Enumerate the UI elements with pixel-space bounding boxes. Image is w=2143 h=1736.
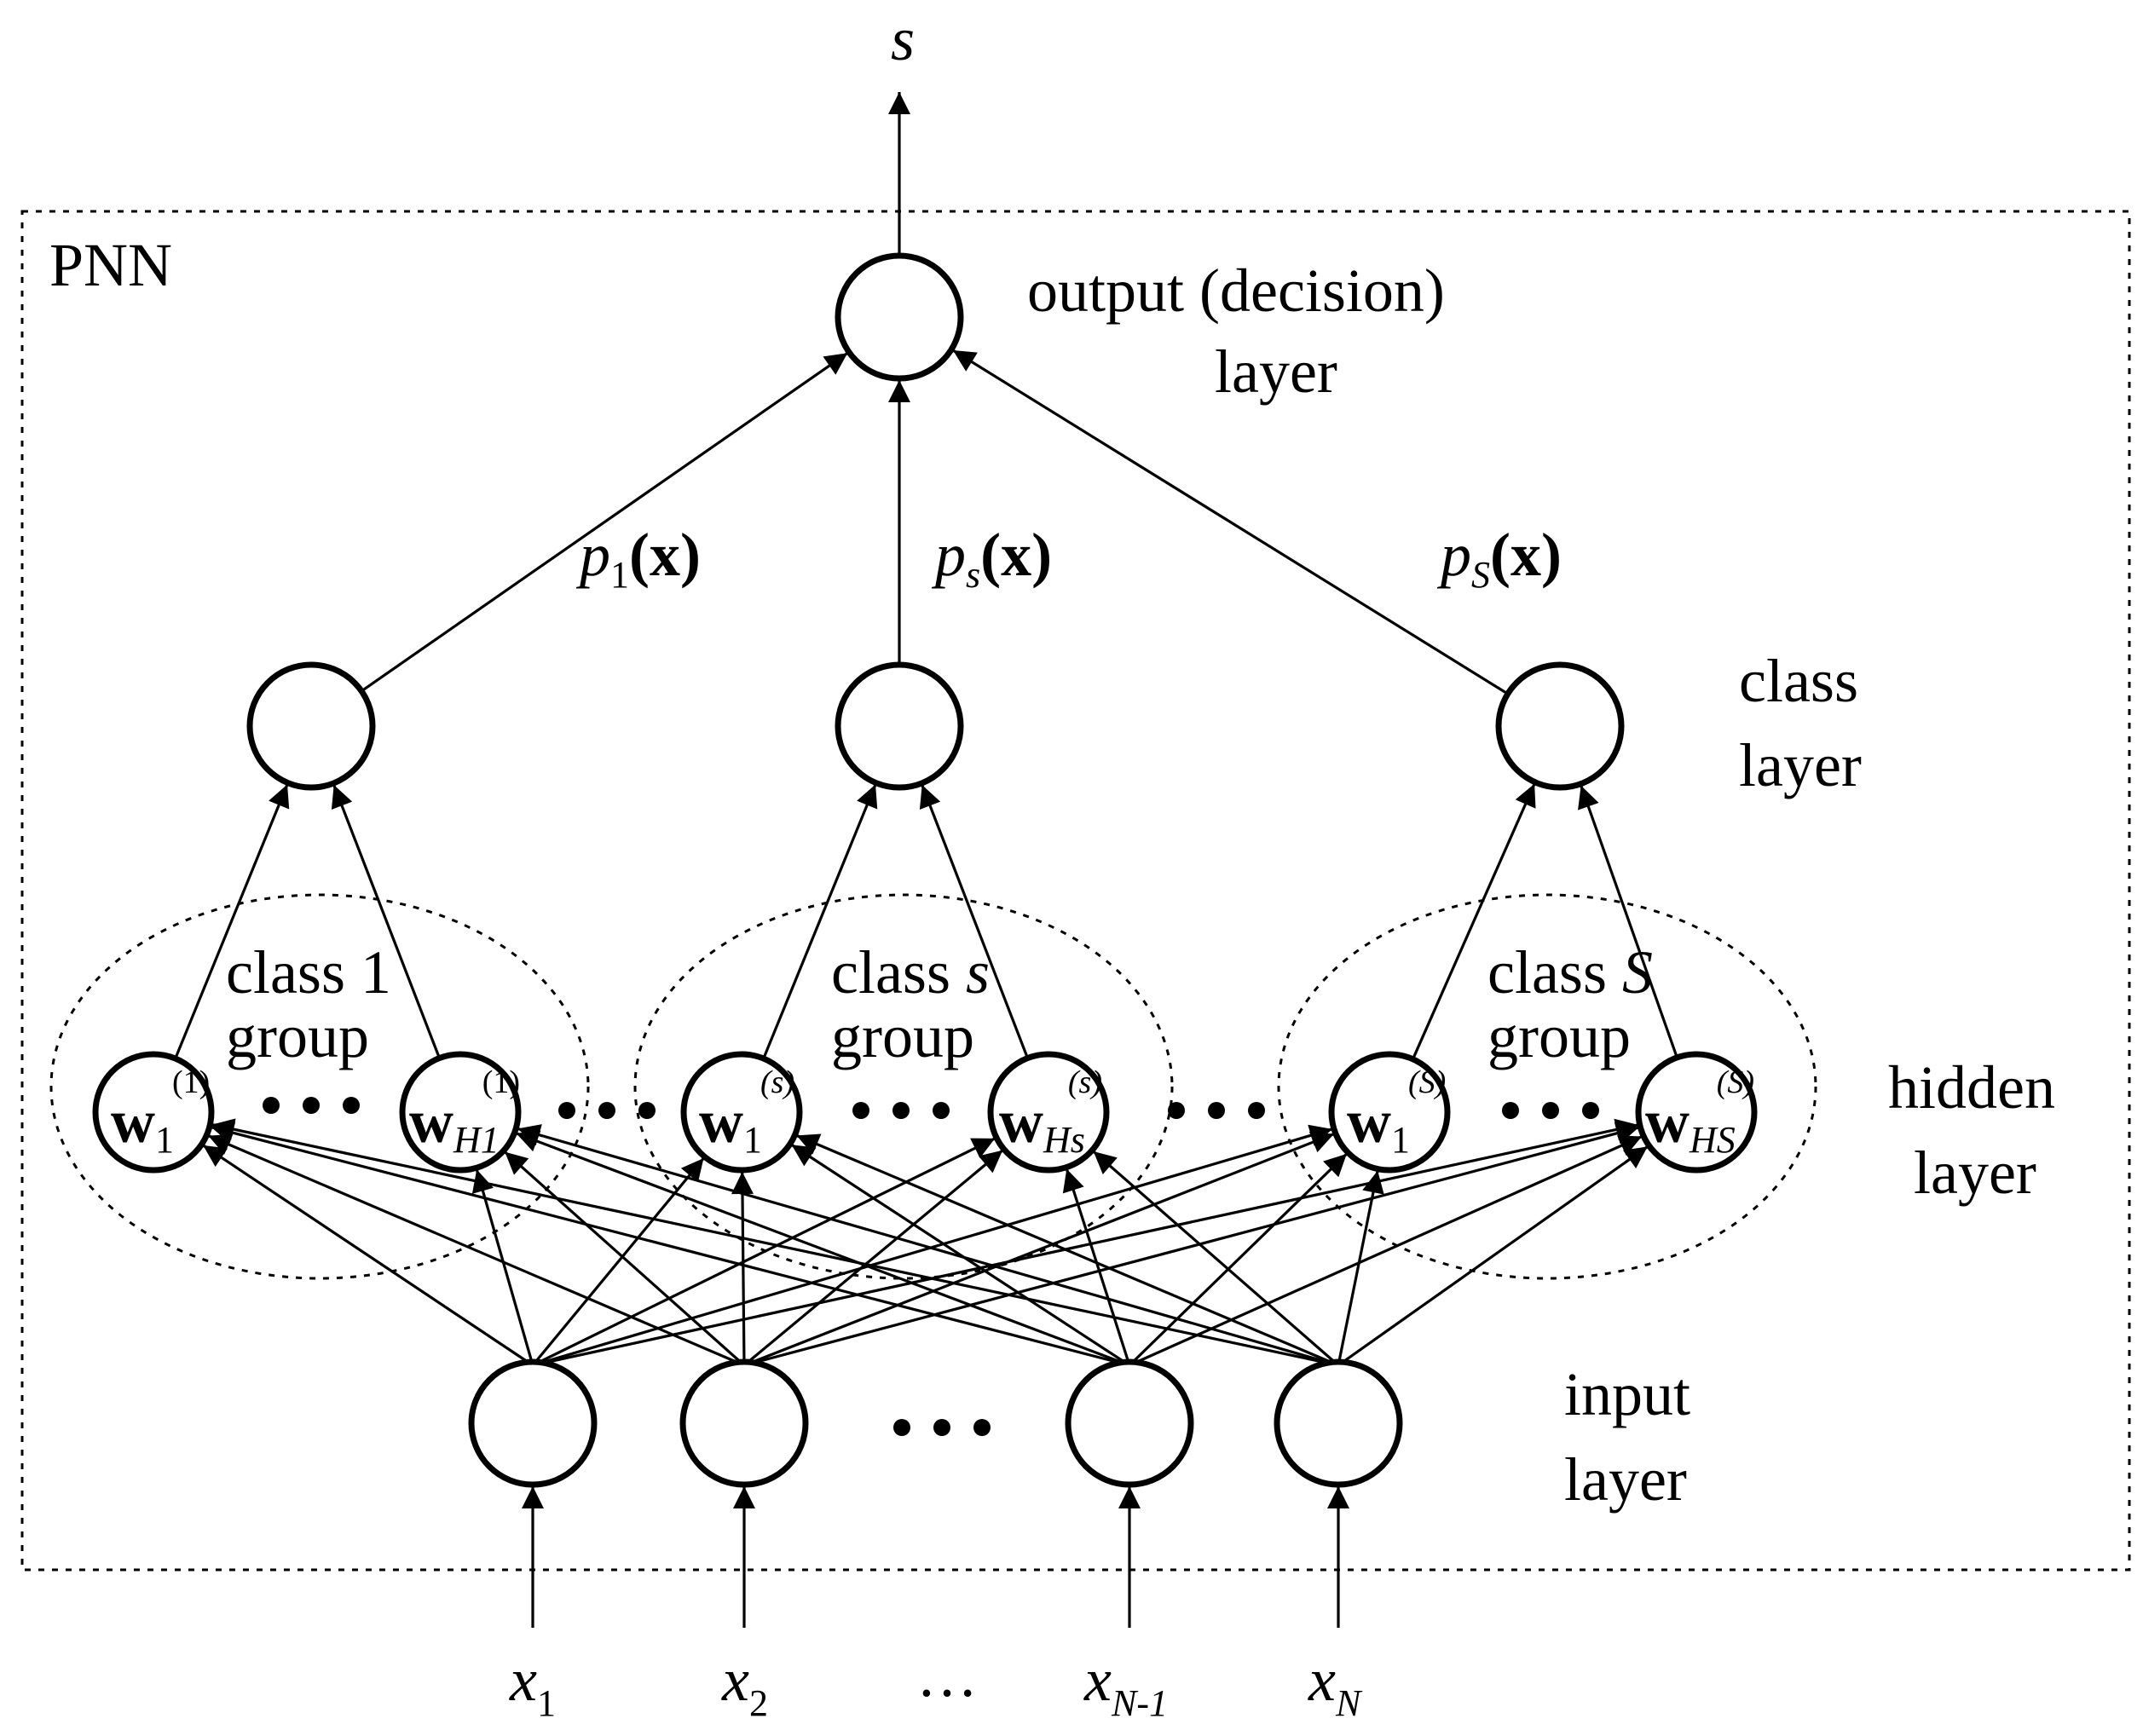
input-layer-label-2: layer [1564, 1445, 1687, 1514]
edge-input-2-to-hidden-5 [1129, 1135, 1643, 1367]
group-label-S-line1: class S [1487, 938, 1653, 1006]
input-label-x1: x1 [509, 1646, 556, 1724]
edge-input-0-to-hidden-1 [471, 1168, 534, 1366]
class-1-group-ellipse [49, 893, 590, 1280]
class-node-S [1495, 661, 1625, 791]
hidden-dots-between-1-s [558, 1102, 656, 1119]
edge-input-1-to-hidden-0 [207, 1133, 745, 1367]
edge-hidden-2-to-class [762, 783, 878, 1059]
group-label-s-line1: class s [831, 938, 990, 1006]
hidden-dots-between-s-S [1168, 1102, 1265, 1119]
class-node-s [835, 661, 964, 791]
edge-input-3-to-hidden-4 [1337, 1170, 1384, 1366]
edge-input-1-to-hidden-4 [743, 1131, 1335, 1367]
hidden-node-w1-1 [92, 1051, 215, 1174]
hidden-node-w1-s [680, 1051, 803, 1174]
class-s-group-ellipse [633, 893, 1174, 1280]
hidden-label-wHs-s: wHs(s) [999, 1064, 1102, 1161]
input-layer-label-1: input [1564, 1360, 1690, 1428]
hidden-label-w1-s: w1(s) [699, 1064, 794, 1161]
prob-1-p: p [575, 521, 610, 589]
edge-hidden-3-to-class [919, 784, 1029, 1059]
hidden-label-wH1-1: wH1(1) [409, 1064, 520, 1161]
hidden-layer-label-1: hidden [1888, 1053, 2055, 1122]
edge-input-2-to-hidden-4 [1128, 1152, 1348, 1367]
input-node-N [1274, 1358, 1403, 1488]
hidden-label-w1-1: w1(1) [111, 1064, 210, 1161]
prob-S-sub: S [1471, 554, 1490, 596]
input-label-xN-1: xN-1 [1083, 1646, 1168, 1724]
edge-hidden-1-to-class [331, 784, 441, 1059]
output-node [835, 252, 964, 382]
prob-label-s: ps(x) [931, 521, 1052, 596]
edge-input-2-to-hidden-1 [515, 1130, 1130, 1367]
connection-edges [174, 92, 1678, 1628]
input-ellipsis: … [916, 1641, 978, 1710]
edge-input-1-to-hidden-3 [742, 1149, 1004, 1367]
edge-input-3-to-hidden-1 [517, 1124, 1339, 1367]
edge-input-0-to-hidden-5 [532, 1118, 1638, 1367]
group-label-S-line2: group [1487, 1002, 1631, 1070]
input-dots [893, 1419, 991, 1436]
class-layer-label-1: class [1739, 647, 1858, 715]
output-layer-label-2: layer [1215, 337, 1337, 406]
output-symbol: s [891, 5, 915, 73]
prob-s-p: p [931, 521, 966, 589]
input-label-x2: x2 [721, 1646, 768, 1724]
edge-input-1-to-hidden-5 [743, 1122, 1639, 1367]
prob-1-x: (x) [629, 521, 701, 589]
input-node-N-1 [1065, 1358, 1194, 1488]
input-variable-labels: x1 x2 … xN-1 xN [509, 1641, 1363, 1724]
prob-S-x: (x) [1490, 521, 1562, 589]
edge-input-1-to-hidden-2 [731, 1171, 754, 1366]
edge-class-0-to-output [361, 351, 849, 693]
group-label-1-line2: group [226, 1002, 369, 1070]
output-layer-label-1: output (decision) [1027, 257, 1445, 325]
edge-input-0-to-hidden-3 [532, 1137, 996, 1367]
prob-s-sub: s [966, 554, 980, 596]
hidden-node-w1-S [1328, 1051, 1451, 1174]
ellipsis-dots [263, 1097, 1599, 1436]
input-label-xN: xN [1308, 1646, 1363, 1724]
edge-hidden-5-to-class [1578, 785, 1678, 1058]
group-ellipses [49, 893, 1817, 1280]
edge-input-3-to-hidden-0 [211, 1118, 1339, 1367]
prob-S-p: p [1436, 521, 1471, 589]
edge-input-3-to-hidden-5 [1337, 1145, 1649, 1367]
class-S-group-ellipse [1277, 893, 1817, 1280]
edge-input-2-to-hidden-3 [1062, 1168, 1131, 1366]
edge-hidden-0-to-class [174, 783, 290, 1059]
prob-1-sub: 1 [610, 554, 629, 596]
edge-input-2-to-hidden-0 [211, 1122, 1130, 1367]
hidden-label-w1-S: w1(S) [1347, 1064, 1446, 1161]
group-label-s-line2: group [831, 1002, 974, 1070]
hidden-dots-class-S [1502, 1102, 1599, 1119]
hidden-node-wHs-s [987, 1051, 1110, 1174]
edge-input-3-to-hidden-2 [795, 1133, 1339, 1367]
edge-class-2-to-output [952, 349, 1509, 695]
network-nodes [92, 252, 1758, 1488]
edge-input-1-to-hidden-1 [504, 1151, 746, 1367]
pnn-boundary [20, 210, 2131, 1572]
edge-input-0-to-hidden-0 [202, 1144, 534, 1367]
class-layer-label-2: layer [1739, 731, 1862, 799]
pnn-title: PNN [49, 231, 172, 299]
hidden-node-wHS-S [1635, 1051, 1758, 1174]
edge-hidden-4-to-class [1412, 783, 1536, 1060]
hidden-node-wH1-1 [399, 1051, 522, 1174]
class-node-1 [246, 661, 376, 791]
prob-label-S: pS(x) [1436, 521, 1562, 596]
hidden-node-labels: w1(1) wH1(1) w1(s) wHs(s) w1(S) wHS(S) [111, 1064, 1754, 1161]
hidden-layer-label-2: layer [1914, 1139, 2036, 1207]
prob-s-x: (x) [980, 521, 1052, 589]
hidden-dots-class-1 [263, 1097, 360, 1114]
prob-label-1: p1(x) [575, 521, 701, 596]
hidden-dots-class-s [852, 1102, 950, 1119]
edge-input-3-to-hidden-3 [1092, 1150, 1340, 1367]
group-label-1-line1: class 1 [226, 938, 391, 1006]
hidden-label-wHS-S: wHS(S) [1645, 1064, 1754, 1161]
input-node-1 [468, 1358, 598, 1488]
input-node-2 [679, 1358, 809, 1488]
